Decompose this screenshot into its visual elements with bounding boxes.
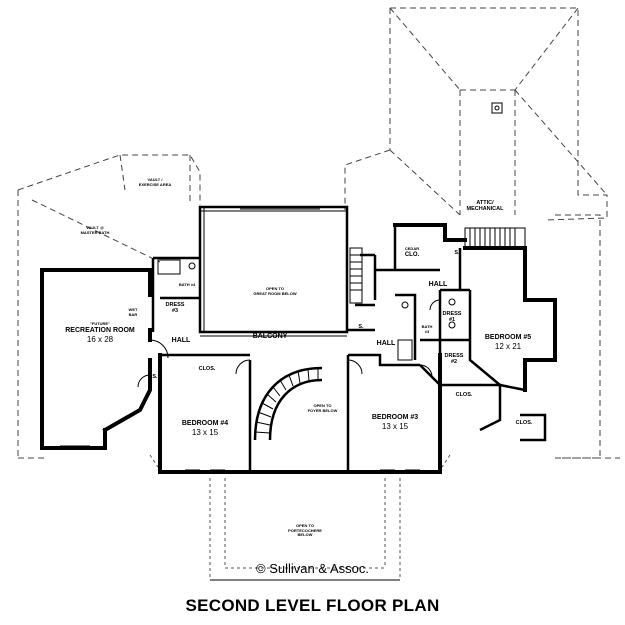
- windows: [60, 208, 420, 471]
- curved-stair: [253, 366, 323, 441]
- label-attic-mechanical: ATTIC/MECHANICAL: [466, 200, 504, 213]
- label-balcony: BALCONY: [252, 333, 288, 340]
- doors: [137, 299, 441, 388]
- plan-title: SECOND LEVEL FLOOR PLAN: [185, 596, 440, 615]
- label-bedroom-3: BEDROOM #3 13 x 15: [371, 414, 419, 432]
- label-hall-mid: HALL: [376, 340, 396, 347]
- attic-stair: [464, 227, 526, 249]
- label-bath-upper: BATH #4: [178, 282, 196, 287]
- exterior-walls: [40, 205, 557, 474]
- label-closet-mid: CLOS.: [455, 392, 473, 398]
- label-vault-exercise: VAULT /EXERCISE AREA: [138, 177, 172, 187]
- balcony-rail: [200, 331, 347, 337]
- label-dress-3: DRESS#3: [165, 302, 185, 315]
- label-stair-right: S.: [358, 324, 364, 330]
- label-closet-bedroom4: CLOS.: [198, 366, 216, 372]
- label-stair-left: S.: [152, 374, 158, 380]
- label-bath-3: BATH#3: [421, 324, 433, 334]
- label-recreation-room: "FUTURE" RECREATION ROOM 16 x 28: [65, 321, 135, 344]
- label-closet-right: CLOS.: [515, 420, 533, 426]
- label-bedroom-5: BEDROOM #5 12 x 21: [484, 334, 532, 352]
- label-vault-master-bath: VAULT @MASTER BATH: [80, 225, 110, 235]
- label-dress-1: DRESS#1: [442, 311, 462, 324]
- small-stair: [349, 247, 363, 304]
- label-bedroom-4: BEDROOM #4 13 x 15: [181, 420, 229, 438]
- label-hall-right: HALL: [428, 281, 448, 288]
- label-hall-left: HALL: [171, 337, 191, 344]
- label-stair-top: S.: [454, 250, 460, 256]
- label-dress-2: DRESS#2: [444, 353, 464, 366]
- roof-outline: [17, 7, 620, 581]
- fixtures: [157, 102, 503, 361]
- copyright-text: © Sullivan & Assoc.: [256, 561, 369, 576]
